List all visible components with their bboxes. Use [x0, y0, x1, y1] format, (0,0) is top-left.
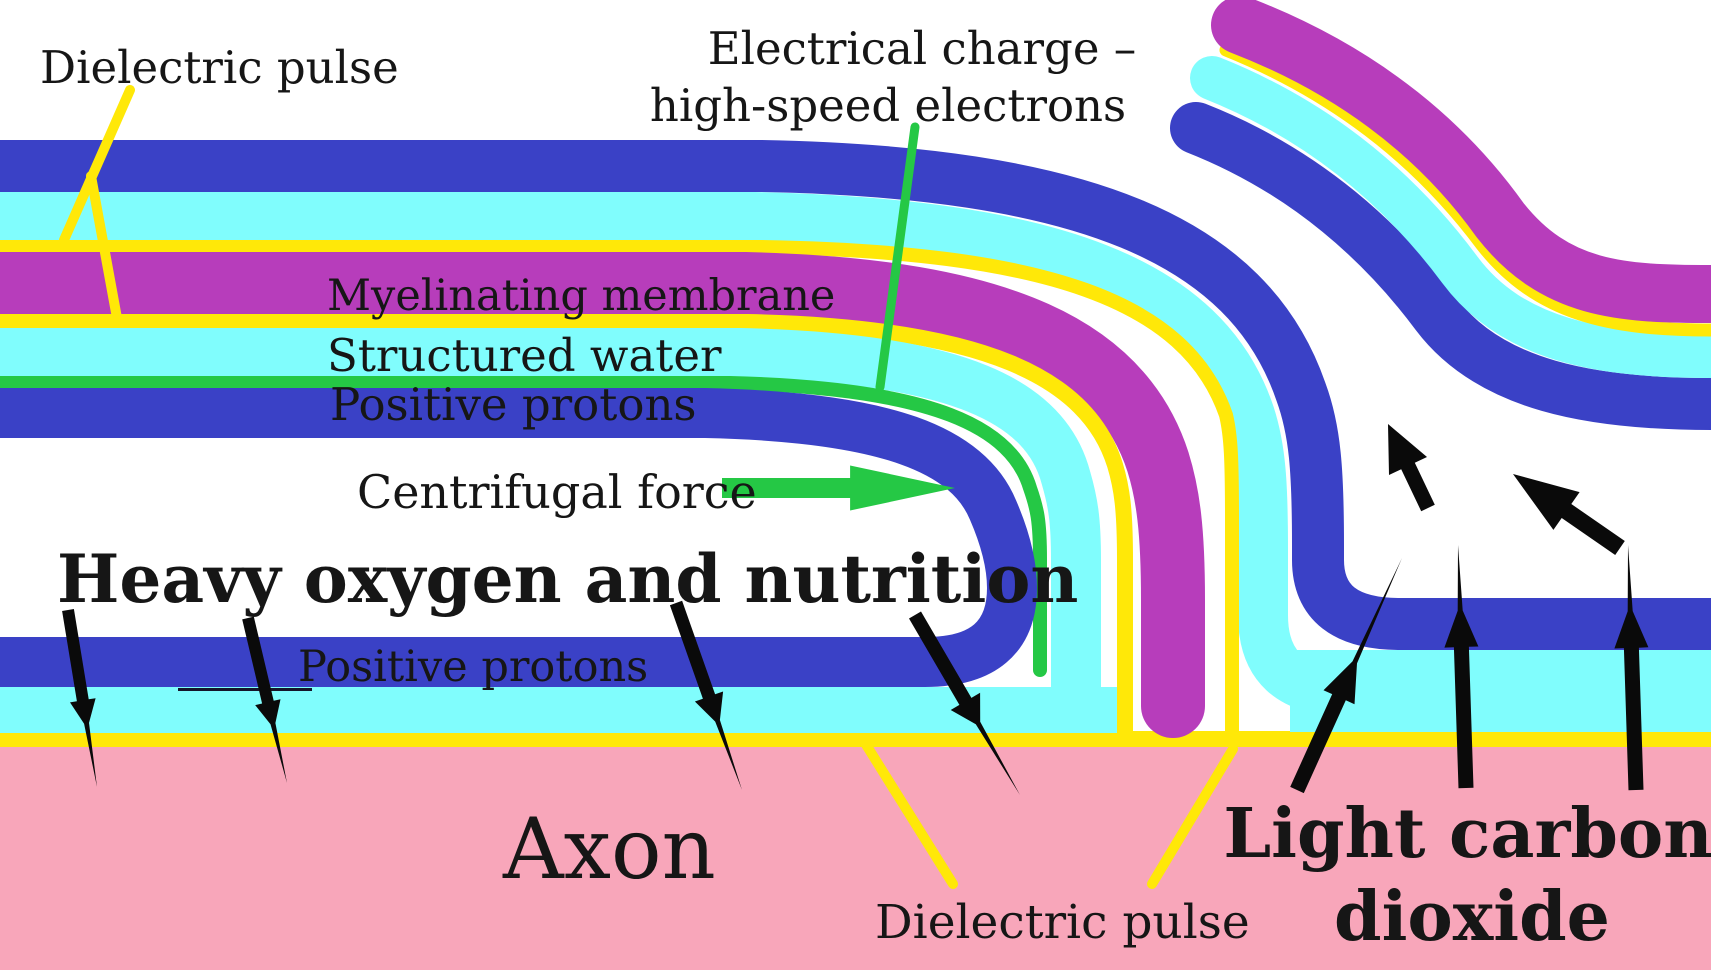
- heavy-oxygen-arrow-4-icon: [909, 611, 1020, 795]
- label-light-carbon-line1: Light carbon: [1223, 794, 1711, 874]
- label-structured-water: Structured water: [327, 329, 722, 382]
- flow-arrows: [62, 424, 1649, 795]
- structured-water-band-bottom: [0, 687, 1122, 733]
- carbon-dioxide-arrow-4-icon: [1388, 424, 1435, 512]
- carbon-dioxide-arrow-5-icon: [1513, 474, 1625, 555]
- dielectric-pulse-line-lower: [0, 314, 1133, 740]
- label-dielectric-pulse-top: Dielectric pulse: [40, 41, 399, 94]
- label-electrical-charge-line2: high-speed electrons: [650, 79, 1126, 132]
- dielectric-pulse-line-upper: [0, 240, 1239, 742]
- dielectric-pulse-line-right-segment: [1219, 43, 1711, 337]
- carbon-dioxide-arrow-2-icon: [1444, 545, 1479, 789]
- structured-water-band-outer: [0, 192, 1711, 716]
- label-dielectric-pulse-bottom: Dielectric pulse: [875, 895, 1250, 950]
- dielectric-bottom-leader-line-2: [1147, 744, 1238, 889]
- positive-protons-band-right-segment: [1170, 102, 1711, 430]
- label-centrifugal-force: Centrifugal force: [357, 465, 757, 519]
- centrifugal-force-arrow-icon: [722, 465, 955, 511]
- carbon-dioxide-arrow-3-icon: [1614, 545, 1649, 791]
- label-light-carbon-line2: dioxide: [1334, 877, 1610, 957]
- label-axon: Axon: [502, 800, 716, 898]
- dielectric-bottom-leader-line-1: [860, 738, 958, 889]
- dielectric-top-leader-line-1: [59, 85, 135, 245]
- band-edge-mark: [178, 688, 312, 691]
- structured-water-band-right-segment: [1190, 56, 1711, 378]
- electrical-charge-line: [0, 376, 1047, 677]
- label-heavy-oxygen: Heavy oxygen and nutrition: [57, 540, 1078, 618]
- heavy-oxygen-arrow-2-icon: [242, 616, 287, 783]
- label-electrical-charge-line1: Electrical charge –: [708, 22, 1137, 75]
- dielectric-membrane-line: [0, 731, 1711, 747]
- axon-region: [0, 746, 1711, 970]
- positive-protons-band-inner: [0, 388, 1038, 687]
- carbon-dioxide-arrow-1-icon: [1290, 558, 1402, 794]
- structured-water-band-inner: [0, 328, 1101, 715]
- label-myelinating-membrane: Myelinating membrane: [327, 271, 835, 321]
- dielectric-top-leader-line-2: [86, 171, 122, 323]
- myelinating-membrane-band-right-segment: [1211, 0, 1711, 323]
- heavy-oxygen-arrow-3-icon: [669, 600, 742, 790]
- heavy-oxygen-arrow-1-icon: [62, 609, 97, 787]
- positive-protons-band-outer: [0, 140, 1711, 650]
- label-positive-protons-upper: Positive protons: [330, 378, 697, 431]
- electrical-charge-leader-line: [875, 122, 920, 392]
- label-positive-protons-lower: Positive protons: [298, 642, 648, 692]
